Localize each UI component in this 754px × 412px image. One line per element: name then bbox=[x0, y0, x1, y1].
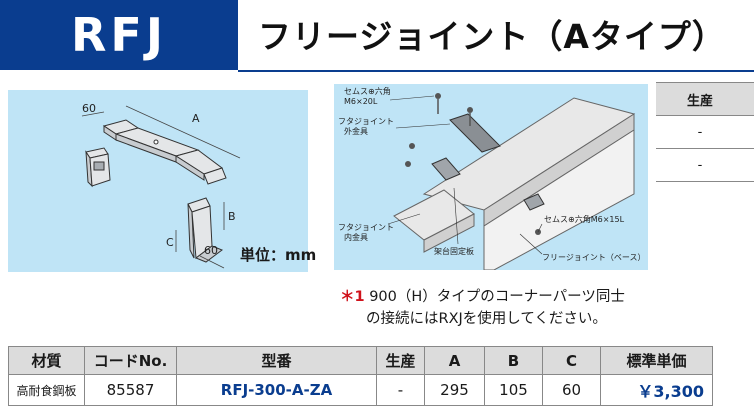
side-table-partial: / bbox=[744, 115, 754, 149]
dimension-a: A bbox=[192, 112, 200, 125]
header-a: A bbox=[424, 346, 485, 375]
cell-code-no: 85587 bbox=[84, 374, 177, 406]
dimension-60-bottom: 60 bbox=[204, 244, 218, 257]
exploded-view-panel: セムス⊕六角 M6×20L フタジョイント 外金具 フタジョイント 内金具 架台… bbox=[334, 84, 648, 271]
title-rule bbox=[238, 70, 754, 72]
header-material: 材質 bbox=[8, 346, 85, 375]
label-inner-fitting-1: フタジョイント bbox=[338, 223, 394, 232]
label-base: フリージョイント（ベース） bbox=[542, 253, 645, 262]
dimension-c: C bbox=[166, 236, 174, 249]
unit-label: 単位：mm bbox=[240, 246, 317, 264]
product-code-badge: RFJ bbox=[0, 0, 238, 70]
side-table: 生産 -/ -3 bbox=[656, 82, 754, 182]
cell-production: - bbox=[376, 374, 425, 406]
dimension-drawing: 60 A B C 60 bbox=[81, 102, 241, 269]
side-table-cell: - bbox=[656, 148, 744, 182]
note-line-2: の接続にはRXJを使用してください。 bbox=[366, 311, 607, 327]
cell-b: 105 bbox=[484, 374, 543, 406]
note-line-1: 900（H）タイプのコーナーパーツ同士 bbox=[364, 289, 625, 305]
dimension-60-top: 60 bbox=[82, 102, 96, 115]
header-b: B bbox=[484, 346, 543, 375]
cell-a: 295 bbox=[424, 374, 485, 406]
note-mark: ＊1 bbox=[340, 289, 365, 305]
label-bolt-top: セムス⊕六角 bbox=[344, 86, 391, 96]
cell-model: RFJ-300-A-ZA bbox=[176, 374, 377, 406]
side-table-cell: - bbox=[656, 115, 744, 149]
note: ＊1 900（H）タイプのコーナーパーツ同士 の接続にはRXJを使用してください… bbox=[340, 286, 625, 330]
bolt-icons bbox=[405, 93, 541, 235]
cover-fittings bbox=[431, 113, 545, 211]
dimension-b: B bbox=[228, 210, 236, 223]
dimension-drawing-panel: 60 A B C 60 bbox=[8, 90, 308, 272]
fixing-fitting-drawing bbox=[187, 197, 224, 263]
cell-material: 高耐食鋼板 bbox=[8, 374, 85, 406]
header-production: 生産 bbox=[376, 346, 425, 375]
joint-plate-drawing bbox=[102, 119, 227, 185]
label-fixing-plate: 架台固定板 bbox=[434, 246, 474, 256]
header-c: C bbox=[542, 346, 601, 375]
header-code-no: コードNo. bbox=[84, 346, 177, 375]
label-outer-fitting-2: 外金具 bbox=[344, 126, 368, 136]
side-table-partial: 3 bbox=[744, 148, 754, 182]
dimension-lines bbox=[81, 105, 241, 269]
clip-drawing bbox=[85, 147, 111, 188]
spec-table: 材質 コードNo. 型番 生産 A B C 標準単価 高耐食鋼板 85587 R… bbox=[8, 346, 713, 406]
leader-lines bbox=[387, 95, 543, 255]
label-inner-fitting-2: 内金具 bbox=[344, 232, 368, 242]
spec-table-header-row: 材質 コードNo. 型番 生産 A B C 標準単価 bbox=[8, 346, 713, 375]
label-bolt-top-size: M6×20L bbox=[344, 97, 378, 106]
exploded-view-drawing: セムス⊕六角 M6×20L フタジョイント 外金具 フタジョイント 内金具 架台… bbox=[338, 86, 645, 271]
cell-c: 60 bbox=[542, 374, 601, 406]
label-outer-fitting-1: フタジョイント bbox=[338, 117, 394, 126]
header-price: 標準単価 bbox=[600, 346, 713, 375]
product-name: フリージョイント（Aタイプ） bbox=[258, 17, 726, 56]
table-row: 高耐食鋼板 85587 RFJ-300-A-ZA - 295 105 60 ￥3… bbox=[8, 374, 713, 406]
header-model: 型番 bbox=[176, 346, 377, 375]
rail-drawing bbox=[393, 97, 636, 271]
label-bolt-bottom: セムス⊕六角M6×15L bbox=[544, 214, 625, 224]
side-table-header: 生産 bbox=[656, 82, 744, 116]
cell-price: ￥3,300 bbox=[600, 374, 713, 406]
